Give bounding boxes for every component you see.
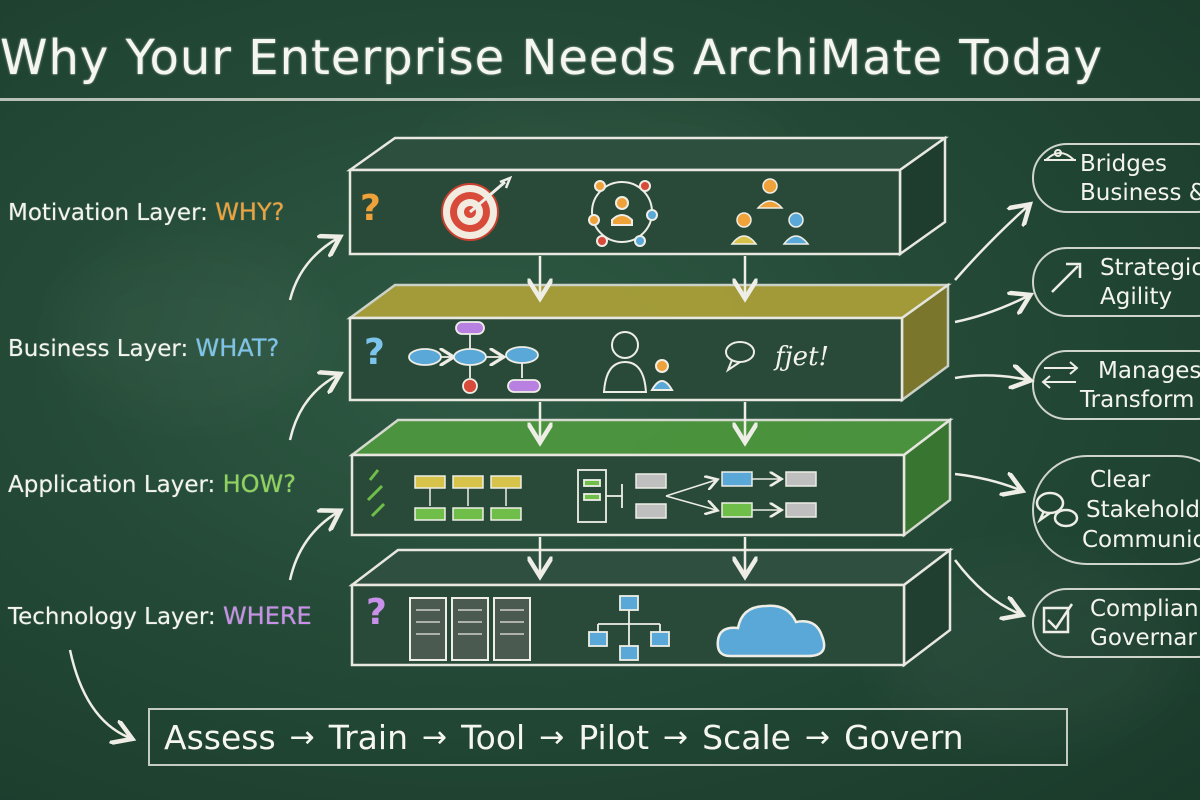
benefit-line: Agility — [1100, 284, 1173, 310]
motivation-layer-box — [346, 135, 949, 257]
application-layer-box — [348, 417, 954, 538]
label-curve-arrows — [68, 238, 338, 738]
target-icon — [441, 175, 513, 241]
layer-keyword-how: HOW? — [222, 470, 297, 498]
benefit-line: Complian — [1090, 596, 1199, 622]
roadmap-arrow: → — [804, 720, 831, 755]
benefit-strategic-agility: Strategic Agility — [1032, 247, 1200, 317]
business-note-text: fjet! — [775, 342, 829, 372]
roadmap-step-assess: Assess — [164, 718, 276, 757]
motivation-layer-label: Motivation Layer: WHY? — [8, 198, 284, 226]
layer-keyword-what: WHAT? — [195, 334, 280, 362]
roadmap-step-govern: Govern — [844, 718, 964, 757]
roadmap-arrow: → — [539, 720, 565, 755]
layer-keyword-where: WHERE — [222, 602, 312, 630]
business-process-flow-icon — [408, 321, 541, 394]
page-title: Why Your Enterprise Needs ArchiMate Toda… — [0, 30, 1104, 86]
benefit-arrows — [954, 206, 1028, 614]
benefit-line: Clear — [1090, 467, 1151, 493]
application-interface-icon — [577, 469, 623, 523]
motivation-question-mark: ? — [360, 188, 381, 229]
roadmap-step-scale: Scale — [702, 718, 791, 757]
benefit-manages-transformation: Manages Transform — [1032, 350, 1200, 420]
benefit-line: Manages — [1098, 358, 1200, 384]
business-layer-box — [346, 282, 952, 403]
server-rack-icon — [409, 597, 531, 661]
layer-label-text: Application Layer: — [8, 472, 223, 498]
adoption-roadmap: Assess → Train → Tool → Pilot → Scale → … — [148, 708, 1068, 766]
layer-keyword-why: WHY? — [215, 198, 285, 226]
roadmap-arrow: → — [289, 720, 315, 755]
application-dataflow-icon — [635, 471, 817, 519]
benefit-line: Strategic — [1100, 255, 1200, 281]
stakeholder-network-icon — [588, 180, 658, 247]
technology-question-mark: ? — [366, 592, 387, 633]
cloud-icon — [716, 604, 826, 658]
roadmap-arrow: → — [421, 720, 448, 755]
benefit-clear-communication: Clear Stakeholder Communic — [1032, 455, 1200, 565]
layer-label-text: Technology Layer: — [8, 604, 223, 630]
benefit-line: Stakeholder — [1086, 497, 1200, 523]
application-components-icon — [414, 475, 522, 521]
technology-layer-label: Technology Layer: WHERE — [8, 602, 312, 630]
roadmap-steps: Assess → Train → Tool → Pilot → Scale → … — [164, 718, 964, 757]
business-question-mark: ? — [364, 332, 385, 373]
benefit-line: Bridges — [1080, 151, 1167, 177]
benefit-line: Communic — [1082, 527, 1200, 553]
layer-down-arrows — [540, 256, 745, 574]
title-underline — [0, 98, 1200, 101]
benefit-compliance-governance: Complian Governar — [1032, 588, 1200, 658]
roadmap-step-pilot: Pilot — [578, 718, 650, 757]
chat-bubble-icon — [725, 341, 755, 373]
benefit-line: Business & — [1080, 180, 1200, 206]
business-actor-icon — [602, 331, 674, 393]
application-layer-label: Application Layer: HOW? — [8, 470, 296, 498]
benefit-bridges-business: Bridges Business & — [1032, 143, 1200, 213]
chalk-scribble — [366, 469, 386, 518]
benefit-line: Transform — [1080, 387, 1195, 413]
roadmap-step-tool: Tool — [461, 718, 526, 757]
roadmap-step-train: Train — [328, 718, 408, 757]
benefit-line: Governar — [1090, 625, 1197, 651]
people-group-icon — [730, 178, 810, 245]
network-tree-icon — [588, 595, 670, 661]
business-layer-label: Business Layer: WHAT? — [8, 334, 279, 362]
layer-label-text: Motivation Layer: — [8, 200, 216, 226]
layer-label-text: Business Layer: — [8, 336, 196, 362]
roadmap-arrow: → — [663, 720, 689, 755]
